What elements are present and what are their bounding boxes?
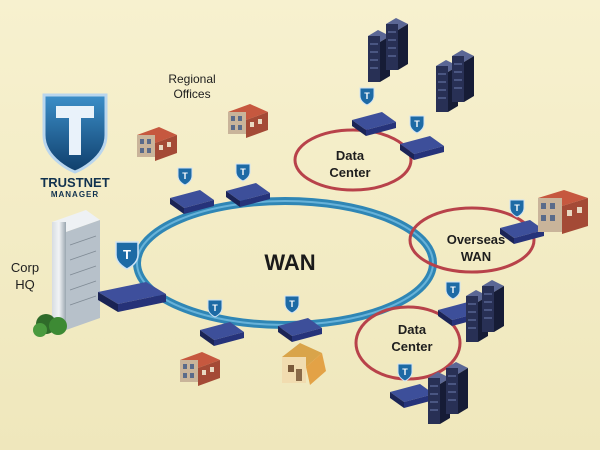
brand-subtitle: MANAGER <box>51 190 99 199</box>
data-center-top-ring <box>293 128 413 192</box>
wan-label: WAN <box>264 250 315 275</box>
corp-hq-shield-icon: T <box>115 241 139 270</box>
shield-icon <box>235 163 251 182</box>
corp-hq-label-line1: Corp <box>11 260 39 275</box>
data-center-router <box>352 112 396 136</box>
shield-icon <box>359 87 375 106</box>
corp-hq-label-line2: HQ <box>15 277 35 292</box>
data-center-top-label-line1: Data <box>336 148 365 163</box>
overseas-wan-ring <box>408 206 536 274</box>
regional-office-building <box>180 352 220 386</box>
regional-office-building <box>137 127 177 161</box>
regional-office-building <box>228 104 268 138</box>
svg-text:T: T <box>123 247 131 262</box>
shield-icon <box>177 167 193 186</box>
corp-hq-building <box>33 210 100 337</box>
shield-icon <box>445 281 461 300</box>
data-center-router <box>390 384 434 408</box>
trustnet-logo <box>42 93 108 174</box>
overseas-wan-label-line1: Overseas <box>447 232 506 247</box>
shield-icon <box>284 295 300 314</box>
server-rack <box>385 17 409 71</box>
overseas-wan-label-line2: WAN <box>461 249 491 264</box>
shield-icon <box>409 115 425 134</box>
data-center-bottom-label-line2: Center <box>391 339 432 354</box>
data-center-top-label-line2: Center <box>329 165 370 180</box>
branch-house <box>282 343 326 385</box>
regional-offices-label-line2: Offices <box>173 87 210 101</box>
server-rack <box>445 361 469 415</box>
overseas-office-building <box>538 190 588 234</box>
data-center-bottom-label-line1: Data <box>398 322 427 337</box>
server-rack <box>451 49 475 103</box>
server-rack <box>481 279 505 333</box>
corp-hq-router <box>98 282 166 312</box>
regional-offices-label-line1: Regional <box>168 72 215 86</box>
overseas-router <box>500 220 544 244</box>
brand-name: TRUSTNET <box>40 175 109 190</box>
data-center-router <box>400 136 444 160</box>
